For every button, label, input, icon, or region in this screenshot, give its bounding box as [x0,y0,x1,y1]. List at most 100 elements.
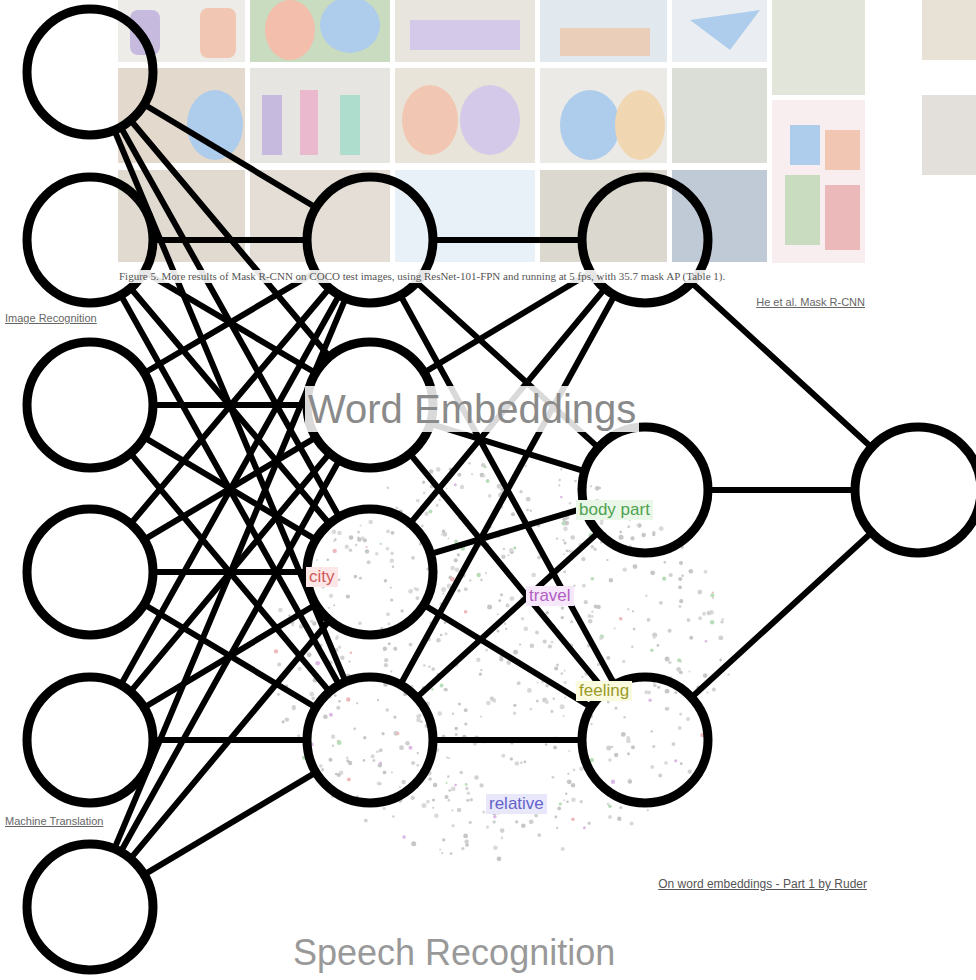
scatter-dot [309,692,314,697]
scatter-dot [434,814,438,818]
scatter-dot [501,837,504,840]
scatter-dot [409,643,413,647]
scatter-dot [454,483,457,486]
scatter-dot [560,496,563,499]
scatter-dot [346,757,349,760]
scatter-dot [366,546,368,548]
scatter-dot [454,558,458,562]
scatter-dot [664,561,666,563]
scatter-dot [431,667,435,671]
scatter-dot [727,673,730,676]
scatter-dot [485,572,487,574]
scatter-dot [712,688,716,692]
scatter-dot [274,649,278,653]
scatter-dot [530,643,535,648]
scatter-dot [334,694,337,697]
scatter-dot [335,637,338,640]
scatter-dot [448,789,451,792]
scatter-dot [396,732,399,735]
scatter-dot [546,611,550,615]
scatter-dot [365,549,369,553]
scatter-dot [451,809,453,811]
scatter-dot [628,779,633,784]
scatter-dot [483,475,486,478]
scatter-dot [422,803,427,808]
scatter-dot [525,465,527,467]
scatter-dot [399,745,404,750]
scatter-dot [354,728,356,730]
scatter-dot [573,769,576,772]
scatter-dot [579,767,583,771]
scatter-dot [564,670,566,672]
scatter-dot [563,553,565,555]
scatter-dot [336,706,340,710]
scatter-dot [632,610,634,612]
scatter-dot [329,713,333,717]
scatter-dot [507,554,509,556]
scatter-dot [467,791,471,795]
scatter-dot [530,509,532,511]
scatter-dot [465,783,468,786]
scatter-dot [543,640,547,644]
scatter-dot [650,570,654,574]
neuron-outline [577,422,713,558]
scatter-dot [607,701,610,704]
scatter-dot [354,575,358,579]
scatter-dot [619,535,624,540]
scatter-dot [442,530,446,534]
scatter-dot [332,530,336,534]
scatter-dot [447,538,449,540]
scatter-dot [480,716,482,718]
scatter-dot [627,752,630,755]
scatter-dot [444,795,448,799]
scatter-dot [567,772,570,775]
scatter-dot [566,550,569,553]
scatter-dot [480,669,482,671]
scatter-dot [488,494,492,498]
scatter-dot [371,754,375,758]
scatter-dot [364,819,368,823]
scatter-dot [477,573,481,577]
weight-connection [437,737,578,743]
scatter-dot [554,666,558,670]
scatter-dot [561,847,565,851]
scatter-dot [710,620,714,624]
scatter-dot [485,649,488,652]
scatter-dot [591,723,593,725]
scatter-dot [329,758,333,762]
scatter-dot [426,800,430,804]
scatter-dot [524,760,527,763]
scatter-dot [338,700,341,703]
scatter-dot [501,555,505,559]
scatter-dot [446,487,448,489]
scatter-dot [535,631,539,635]
scatter-dot [327,558,330,561]
scatter-dot [357,531,360,534]
scatter-dot [451,824,454,827]
scatter-dot [379,748,383,752]
scatter-dot [350,652,353,655]
scatter-dot [631,745,635,749]
scatter-dot [588,822,591,825]
scatter-dot [593,548,596,551]
scatter-dot [534,814,538,818]
scatter-dot [590,485,592,487]
scatter-dot [658,774,662,778]
scatter-dot [441,533,443,535]
scatter-dot [457,808,461,812]
neuron-circle [22,672,158,808]
photo-collage [118,0,976,263]
scatter-dot [394,731,399,736]
scatter-dot [423,664,425,666]
scatter-dot [423,492,426,495]
scatter-dot [537,556,541,560]
scatter-dot [706,691,708,693]
scatter-dot [526,497,531,502]
scatter-dot [440,684,444,688]
scatter-dot [707,611,712,616]
scatter-dot [513,650,518,655]
scatter-dot [392,566,394,568]
scatter-dot [511,512,515,516]
scatter-dot [375,552,379,556]
scatter-dot [553,745,557,749]
